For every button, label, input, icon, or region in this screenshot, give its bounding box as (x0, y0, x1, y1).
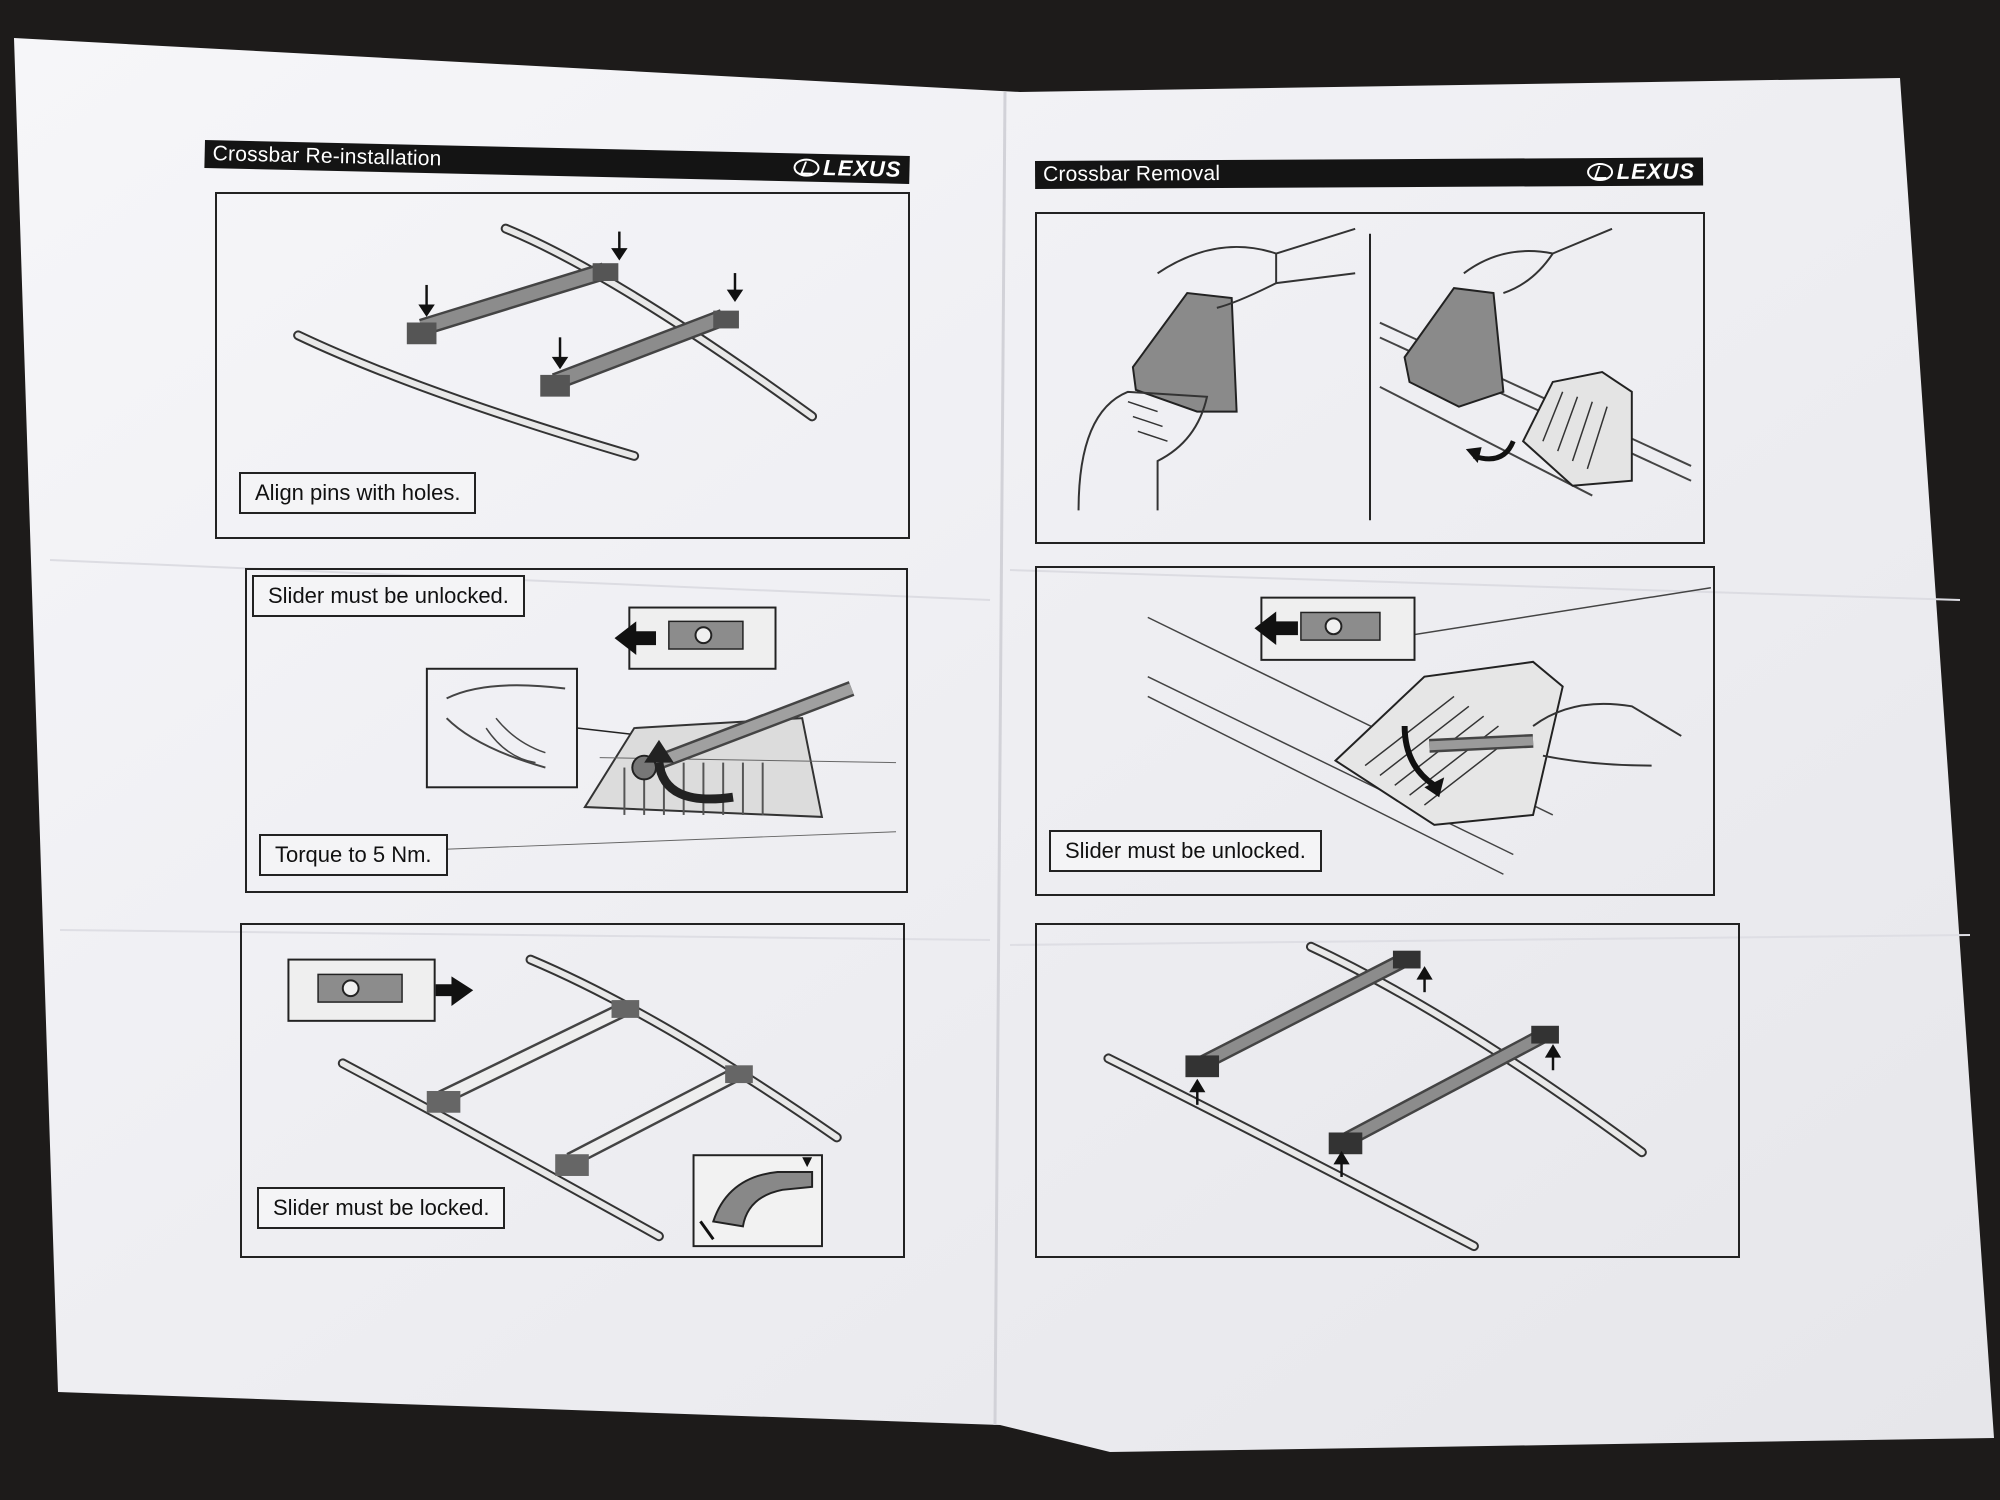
lift-crossbars-illustration (1103, 941, 1647, 1252)
lexus-logo-right: LEXUS (1586, 158, 1696, 186)
unlock-slider-illustration (1147, 587, 1711, 875)
lexus-logo-text: LEXUS (1616, 158, 1696, 184)
crossbars-placed-illustration (293, 223, 818, 461)
lexus-emblem-icon (1586, 162, 1613, 182)
right-panel-remove-cover (1035, 212, 1705, 544)
caption-align-pins: Align pins with holes. (239, 472, 477, 514)
left-panel-locked: Slider must be locked. (240, 923, 905, 1258)
caption-slider-locked: Slider must be locked. (257, 1187, 506, 1229)
lexus-emblem-icon (792, 158, 820, 177)
left-page-title: Crossbar Re-installation (212, 142, 442, 171)
caption-slider-unlocked: Slider must be unlocked. (252, 575, 525, 617)
right-panel-lift-crossbars (1035, 923, 1740, 1258)
left-panel-align-pins: Align pins with holes. (215, 192, 910, 539)
lexus-logo-text: LEXUS (822, 155, 902, 182)
up-arrows (1189, 966, 1562, 1177)
right-panel-unlock-slider: Slider must be unlocked. (1035, 566, 1715, 896)
right-page-title: Crossbar Removal (1043, 162, 1221, 186)
caption-torque: Torque to 5 Nm. (259, 834, 448, 876)
down-arrows (418, 231, 744, 370)
left-panel-torque: Slider must be unlocked. Torque to 5 Nm. (245, 568, 908, 893)
right-page-header: Crossbar Removal LEXUS (1035, 157, 1704, 189)
remove-cover-illustration (1077, 227, 1692, 521)
caption-right-slider-unlocked: Slider must be unlocked. (1049, 830, 1322, 872)
crossbars-locked-illustration (287, 954, 842, 1248)
lexus-logo: LEXUS (792, 154, 902, 182)
torque-wrench-illustration (387, 606, 897, 852)
